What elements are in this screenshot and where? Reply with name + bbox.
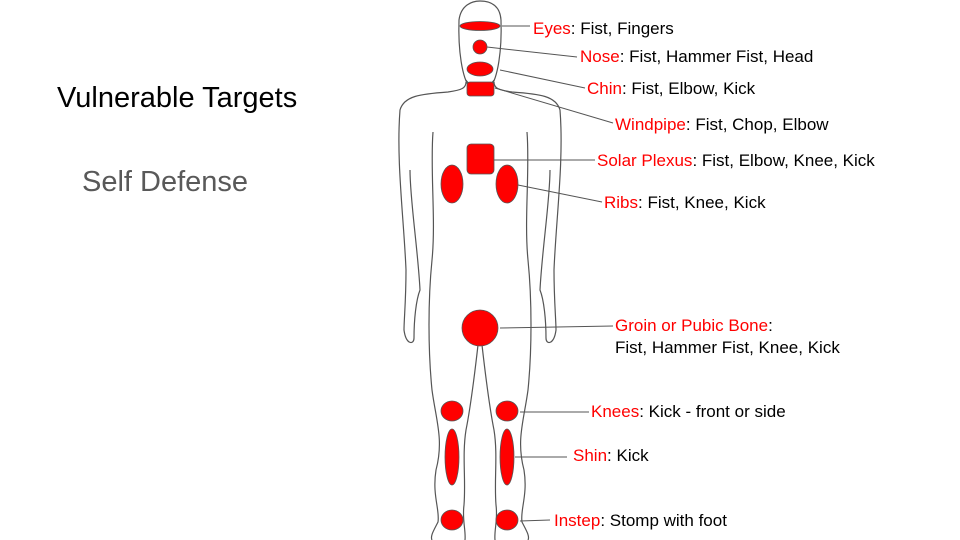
label-solar-plexus: Solar Plexus: Fist, Elbow, Knee, Kick [597,151,875,170]
target-windpipe [466,81,495,97]
target-nose [472,39,488,55]
leader-lines [486,25,614,522]
target-groin [461,309,499,347]
target-rib-right [495,164,519,204]
target-knee-right [495,400,519,422]
label-eyes: Eyes: Fist, Fingers [533,19,674,38]
target-knee-left [440,400,464,422]
label-nose: Nose: Fist, Hammer Fist, Head [580,47,814,66]
label-knees: Knees: Kick - front or side [591,402,786,421]
label-groin: Groin or Pubic Bone:Fist, Hammer Fist, K… [615,316,840,357]
target-chin [466,61,494,77]
label-shin: Shin: Kick [573,446,649,465]
target-instep-left [440,509,464,531]
body-outline [398,0,562,540]
target-eyes [459,21,501,31]
target-shin-left [444,428,460,486]
target-instep-right [495,509,519,531]
slide-subtitle: Self Defense [82,166,249,198]
label-windpipe: Windpipe: Fist, Chop, Elbow [615,115,829,134]
slide-title: Vulnerable Targets [57,82,298,114]
label-chin: Chin: Fist, Elbow, Kick [587,79,756,98]
target-shin-right [499,428,515,486]
target-solar-plexus [466,143,495,175]
label-ribs: Ribs: Fist, Knee, Kick [604,193,766,212]
target-rib-left [440,164,464,204]
label-instep: Instep: Stomp with foot [554,511,727,530]
